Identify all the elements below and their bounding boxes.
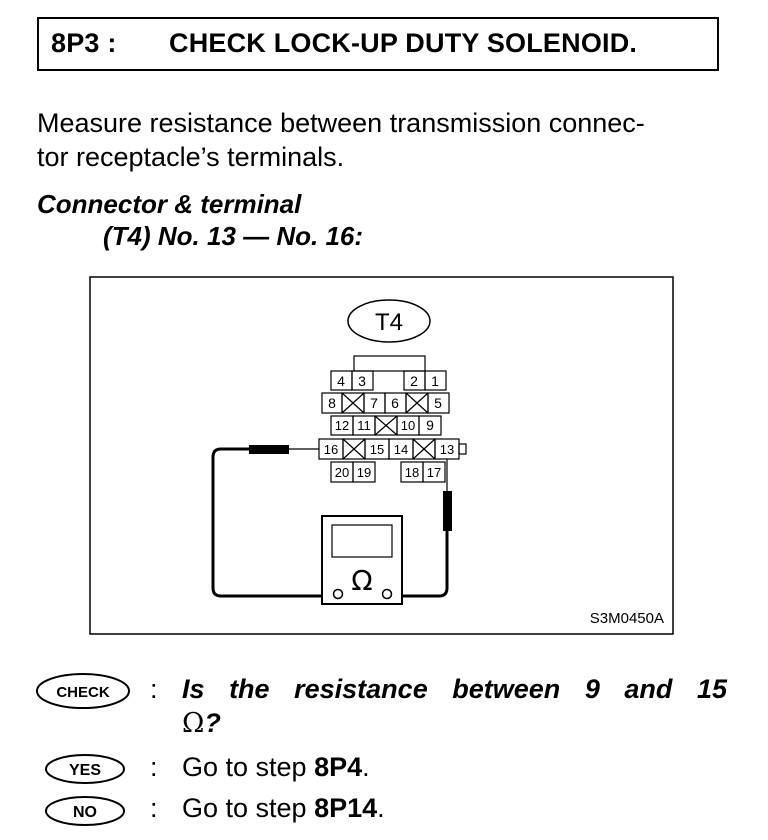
figure-frame (89, 276, 674, 635)
no-answer: Go to step 8P14. (182, 793, 385, 824)
terminal-11: 11 (357, 418, 371, 433)
terminal-1: 1 (431, 373, 439, 389)
check-question: Is the resistance between 9 and 15 Ω? (182, 672, 727, 741)
check-badge: CHECK (36, 673, 130, 709)
question-unit: Ω (182, 708, 205, 739)
terminal-17: 17 (427, 465, 441, 480)
no-text: Go to step (182, 793, 315, 823)
terminal-14: 14 (394, 442, 408, 457)
terminal-6: 6 (391, 395, 399, 411)
yes-period: . (362, 752, 370, 782)
ohmmeter-terminal-right (381, 588, 393, 600)
yes-badge-label: YES (69, 762, 101, 779)
terminal-3: 3 (358, 373, 366, 389)
terminal-10: 10 (401, 418, 415, 433)
terminal-20: 20 (335, 465, 349, 480)
terminal-19: 19 (357, 465, 371, 480)
terminal-8: 8 (328, 395, 336, 411)
right-test-lead (395, 531, 449, 598)
no-colon: : (150, 793, 158, 823)
terminal-13: 13 (440, 442, 454, 457)
no-step-link: 8P14 (314, 793, 378, 823)
terminal-12: 12 (335, 418, 349, 433)
ohm-symbol: Ω (351, 564, 372, 597)
terminal-4: 4 (337, 373, 345, 389)
left-test-lead (211, 447, 323, 598)
figure-code: S3M0450A (590, 610, 664, 627)
terminal-9: 9 (426, 417, 434, 433)
terminal-18: 18 (405, 465, 419, 480)
yes-badge: YES (45, 754, 125, 784)
terminal-numbers: 4 3 2 1 8 7 6 5 12 11 10 9 16 15 14 13 2… (324, 373, 454, 480)
wiring-diagram-figure: T4 (89, 276, 674, 635)
no-period: . (377, 793, 385, 823)
no-badge-label: NO (73, 804, 97, 821)
terminal-2: 2 (410, 373, 418, 389)
ohmmeter-terminal-left (332, 588, 344, 600)
connector-heading: Connector & terminal (37, 189, 302, 219)
step-number: 8P3 : (51, 28, 117, 58)
terminal-16: 16 (324, 442, 338, 457)
step-heading: CHECK LOCK-UP DUTY SOLENOID. (169, 28, 638, 58)
left-probe-handle (249, 445, 289, 454)
question-text: Is the resistance between 9 and 15 (182, 674, 727, 704)
question-mark: ? (204, 708, 221, 738)
right-probe-handle (443, 491, 452, 531)
instruction-line-2: tor receptacle’s terminals. (37, 142, 345, 172)
step-title: 8P3 : CHECK LOCK-UP DUTY SOLENOID. (51, 28, 637, 59)
yes-answer: Go to step 8P4. (182, 752, 370, 783)
terminal-5: 5 (434, 395, 442, 411)
ohmmeter: Ω (321, 515, 403, 605)
check-colon: : (150, 674, 158, 704)
ohmmeter-display (331, 524, 393, 558)
test-leads (211, 445, 452, 598)
connector-label: T4 (375, 309, 403, 336)
connector-terminal-block: Connector & terminal (T4) No. 13 — No. 1… (37, 188, 363, 252)
yes-colon: : (150, 752, 158, 782)
no-badge: NO (45, 796, 125, 826)
connector-detail: (T4) No. 13 — No. 16: (103, 221, 364, 251)
step-header-box: 8P3 : CHECK LOCK-UP DUTY SOLENOID. (37, 17, 719, 71)
connector-body (318, 355, 467, 483)
instruction-paragraph: Measure resistance between transmission … (37, 106, 737, 174)
connector-label-oval (347, 299, 431, 343)
check-badge-label: CHECK (56, 684, 110, 701)
terminal-15: 15 (370, 442, 384, 457)
yes-step-link: 8P4 (314, 752, 363, 782)
yes-text: Go to step (182, 752, 315, 782)
instruction-line-1: Measure resistance between transmission … (37, 108, 645, 138)
terminal-7: 7 (370, 395, 378, 411)
